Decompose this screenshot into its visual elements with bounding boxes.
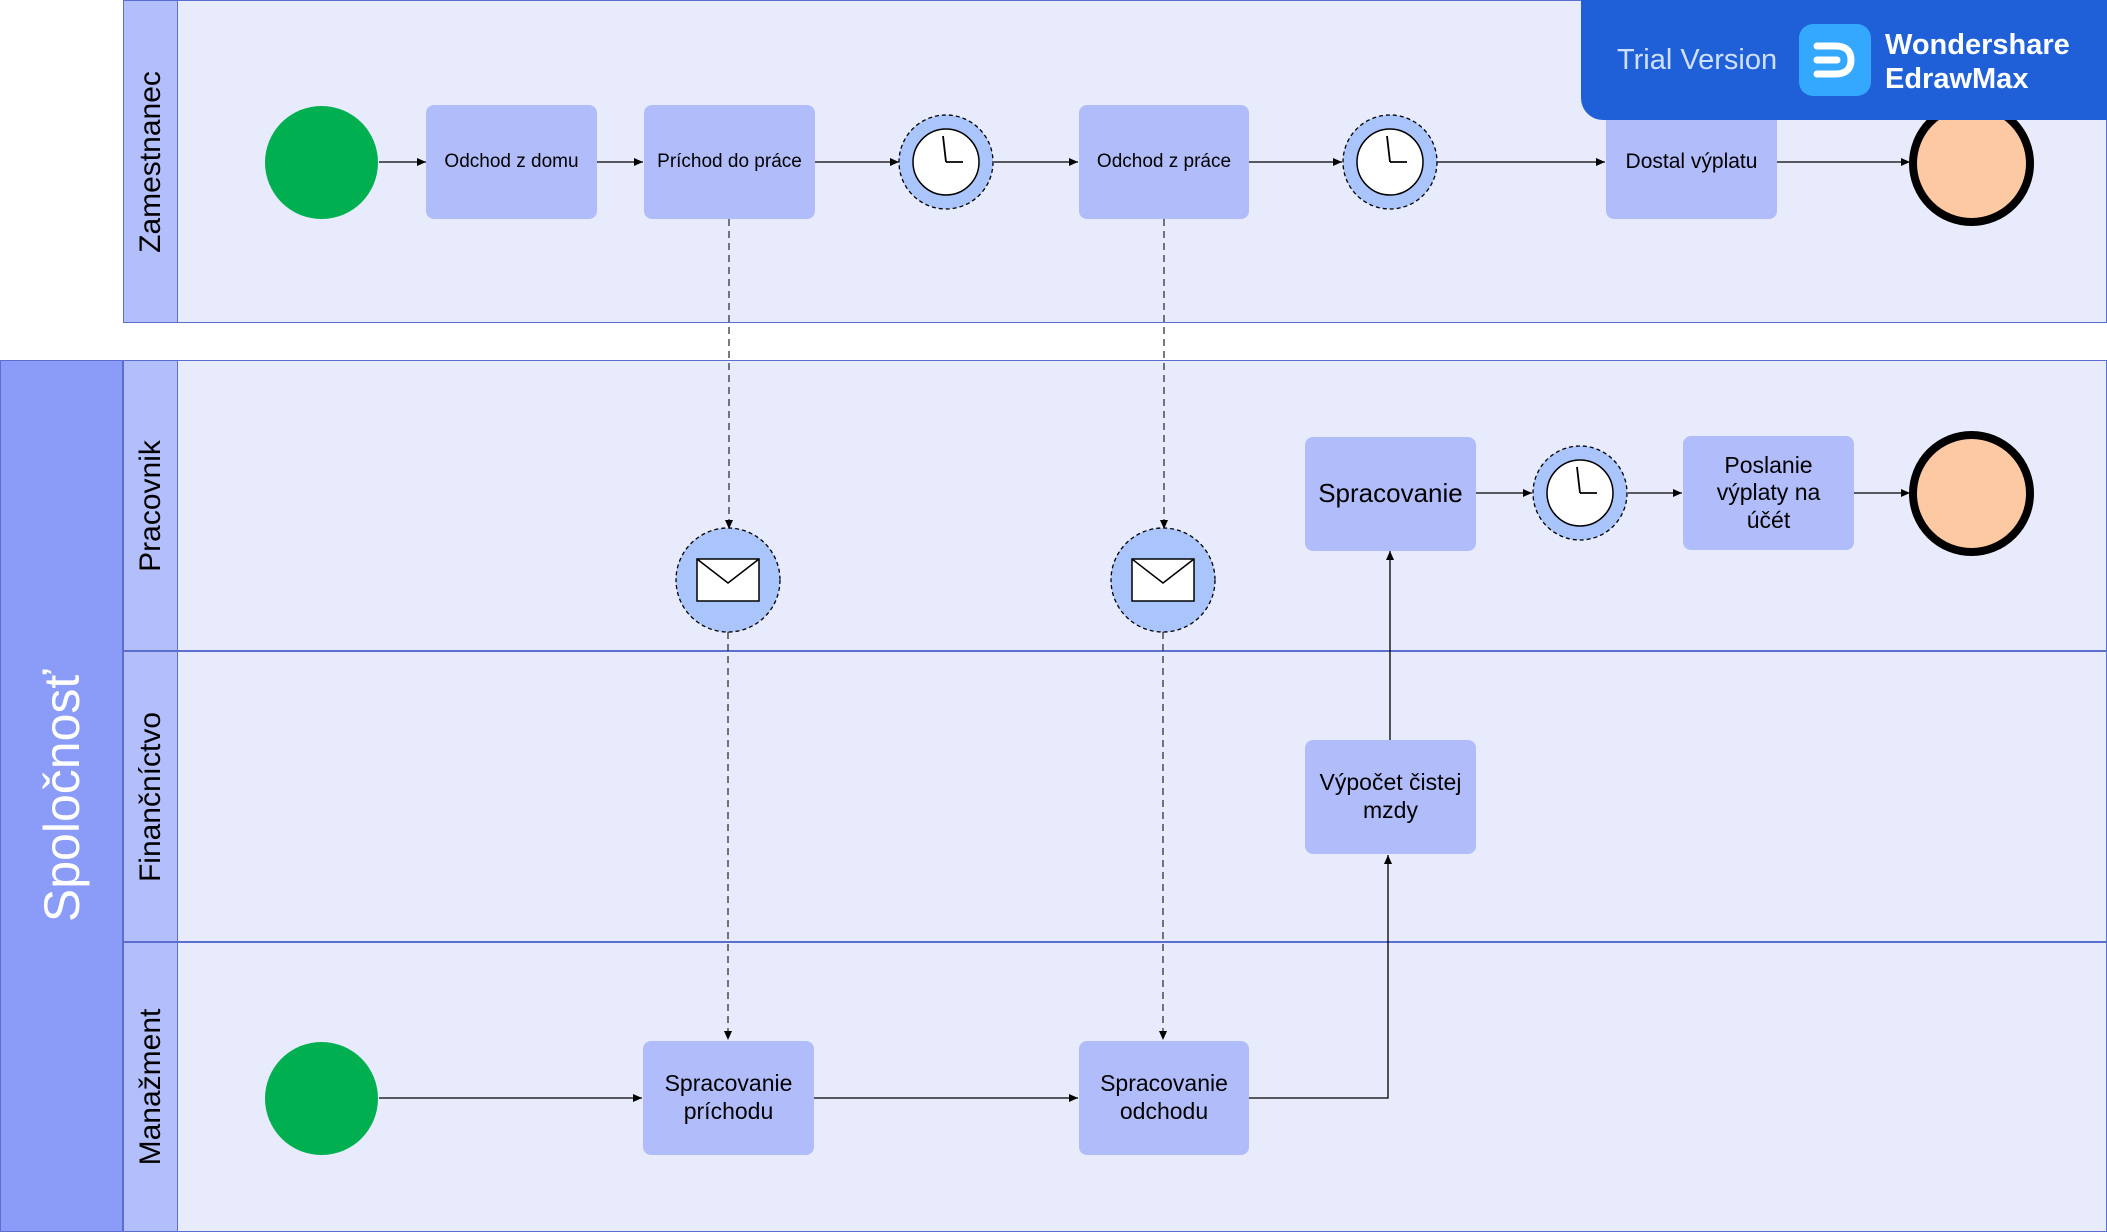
start-event-zamestnanec	[265, 106, 378, 219]
envelope-icon	[1110, 527, 1216, 633]
end-event-pracovnik	[1909, 431, 2034, 556]
timer-icon	[1532, 445, 1628, 541]
product-name-line2: EdrawMax	[1885, 63, 2029, 95]
trial-banner[interactable]: Trial Version Wondershare EdrawMax	[1581, 0, 2107, 120]
task-dostal-vyplatu[interactable]: Dostal výplatu	[1606, 105, 1777, 219]
task-vypocet-mzdy[interactable]: Výpočet čistej mzdy	[1305, 740, 1476, 854]
product-name: Wondershare EdrawMax	[1885, 28, 2070, 96]
lane-header-financnictvo: Finančníctvo	[123, 651, 178, 942]
lane-header-zamestnanec: Zamestnanec	[123, 0, 178, 323]
timer-icon	[1342, 114, 1438, 210]
task-odchod-z-domu[interactable]: Odchod z domu	[426, 105, 597, 219]
end-event-zamestnanec	[1909, 101, 2034, 226]
lane-financnictvo	[123, 651, 2107, 942]
edrawmax-logo-icon	[1799, 24, 1871, 96]
task-spracovanie-prichodu[interactable]: Spracovanie príchodu	[643, 1041, 814, 1155]
pool-header: Spoločnosť	[0, 360, 123, 1232]
envelope-icon	[675, 527, 781, 633]
lane-header-manazment: Manažment	[123, 942, 178, 1232]
task-odchod-z-prace[interactable]: Odchod z práce	[1079, 105, 1249, 219]
task-poslanie-vyplaty[interactable]: Poslanie výplaty na účét	[1683, 436, 1854, 550]
trial-version-label: Trial Version	[1617, 44, 1778, 76]
task-spracovanie[interactable]: Spracovanie	[1305, 437, 1476, 551]
task-spracovanie-odchodu[interactable]: Spracovanie odchodu	[1079, 1041, 1249, 1155]
task-prichod-do-prace[interactable]: Príchod do práce	[644, 105, 815, 219]
flow-odchodu-to-vypocet	[1249, 855, 1392, 1099]
product-name-line1: Wondershare	[1885, 29, 2070, 61]
start-event-manazment	[265, 1042, 378, 1155]
timer-icon	[898, 114, 994, 210]
lane-header-pracovnik: Pracovnik	[123, 360, 178, 651]
